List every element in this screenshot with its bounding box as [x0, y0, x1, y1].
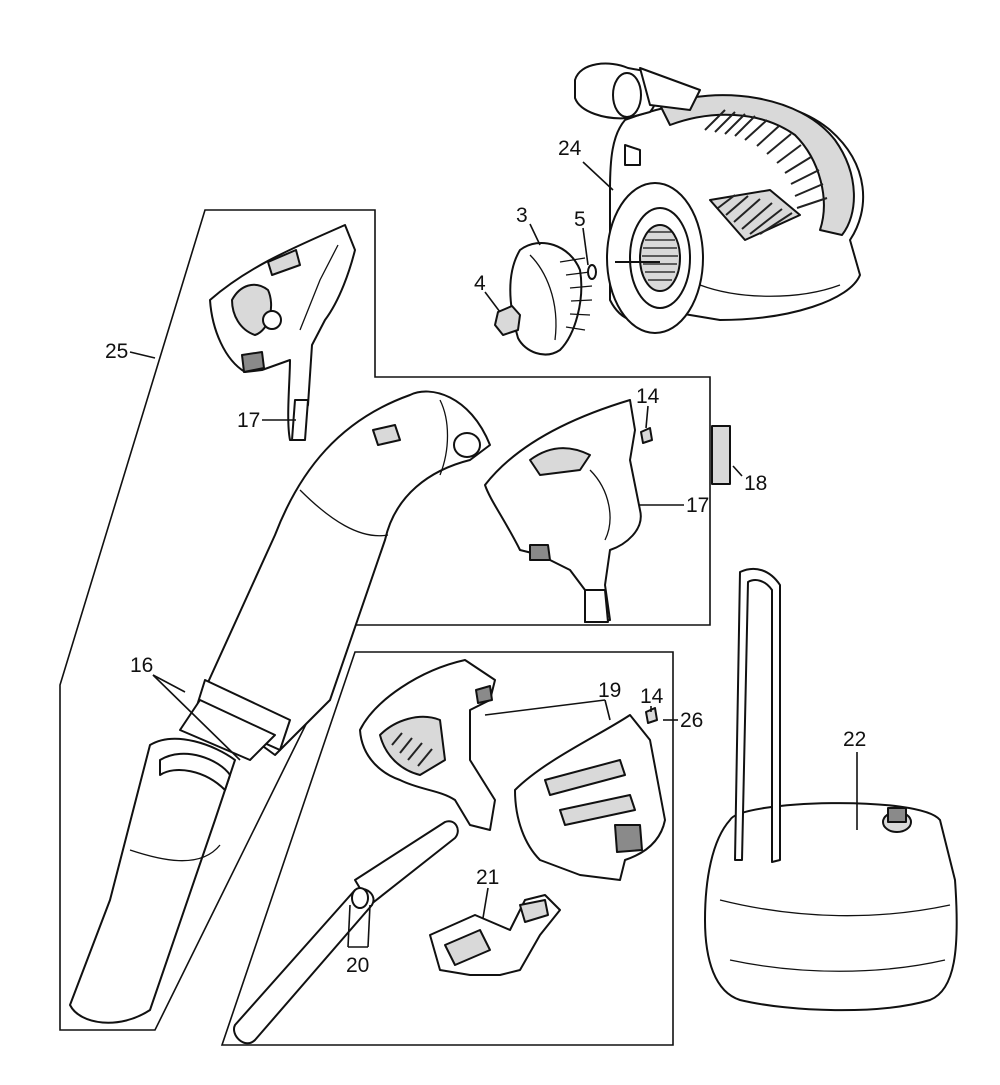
callout-24: 24 [558, 137, 582, 160]
callout-4: 4 [474, 272, 486, 295]
callout-19: 19 [598, 679, 621, 702]
callout-14-blower: 14 [636, 385, 660, 408]
callout-22: 22 [843, 728, 866, 751]
leader-lines [129, 161, 858, 948]
fan-part [509, 241, 593, 356]
callout-26: 26 [680, 709, 703, 732]
nozzle [69, 737, 236, 1024]
vacuum-adapter [429, 894, 561, 976]
blower-housing-half-right [484, 399, 642, 623]
callout-21: 21 [476, 866, 499, 889]
blower-tube [179, 390, 491, 761]
kit-25-frame [59, 209, 711, 1031]
collection-bag [704, 567, 958, 1012]
callout-25: 25 [105, 340, 128, 363]
vacuum-housing-half-left [359, 659, 496, 831]
blower-housing-half-left [209, 224, 356, 441]
screw-part-blower [640, 427, 653, 444]
extension-tubes [233, 820, 459, 1045]
callout-20: 20 [346, 954, 369, 977]
washer-part [587, 264, 597, 280]
callout-18: 18 [744, 472, 767, 495]
kit-26-frame [220, 651, 674, 1046]
engine-assembly [574, 62, 865, 334]
callout-5: 5 [574, 208, 586, 231]
label-part [711, 425, 731, 485]
callout-14-vacuum: 14 [640, 685, 664, 708]
fan-nut-part [494, 305, 521, 336]
callout-16: 16 [130, 654, 153, 677]
callout-17-left: 17 [237, 409, 260, 432]
callout-3: 3 [516, 204, 528, 227]
vacuum-housing-half-right [514, 714, 666, 881]
callout-17-right: 17 [686, 494, 709, 517]
screw-part-vacuum [645, 707, 658, 724]
